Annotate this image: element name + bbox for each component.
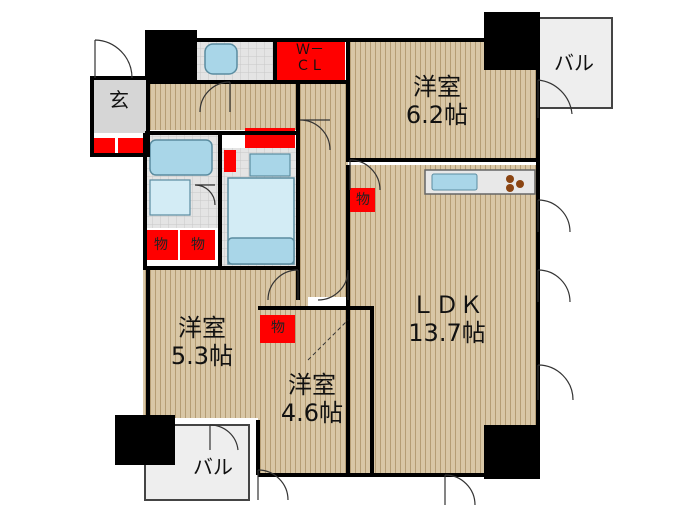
washing-machine bbox=[227, 237, 295, 265]
mirror-cabinet bbox=[249, 153, 291, 177]
hall-floor bbox=[298, 82, 348, 297]
western-room-3-label: 洋室 4.6帖 bbox=[262, 371, 362, 427]
kitchen-sink bbox=[431, 173, 478, 191]
toilet-bowl bbox=[204, 43, 238, 75]
storage-label-room2-left: 物 bbox=[154, 237, 168, 253]
bathtub bbox=[149, 139, 213, 176]
western-room-2-size: 5.3帖 bbox=[170, 341, 234, 370]
balcony-top-label: バル bbox=[554, 51, 594, 75]
storage-label-hall: 物 bbox=[356, 192, 370, 208]
storage-small bbox=[224, 150, 236, 172]
entrance-label: 玄 bbox=[109, 88, 129, 112]
column-bottom-right bbox=[484, 425, 540, 479]
balcony-bottom-label: バル bbox=[193, 455, 233, 479]
storage-label-room3: 物 bbox=[271, 320, 285, 336]
column-top-left bbox=[145, 30, 197, 80]
storage-label-room2-right: 物 bbox=[191, 237, 205, 253]
doors bbox=[94, 39, 574, 506]
western-room-1-label: 洋室 6.2帖 bbox=[392, 73, 482, 129]
ldk-label: ＬＤＫ 13.7帖 bbox=[392, 291, 502, 347]
balcony-top-right bbox=[537, 17, 613, 109]
entrance-floor bbox=[92, 78, 147, 133]
western-room-2-label: 洋室 5.3帖 bbox=[152, 314, 252, 370]
western-room-1-name: 洋室 bbox=[413, 73, 461, 101]
storage-room3 bbox=[260, 315, 295, 343]
shoe-storage-right bbox=[118, 138, 143, 153]
ldk-name: ＬＤＫ bbox=[411, 291, 483, 319]
column-bottom-left bbox=[115, 415, 175, 465]
western-room-2-name: 洋室 bbox=[178, 314, 226, 342]
ldk-floor bbox=[348, 165, 538, 475]
shower-area bbox=[149, 179, 191, 216]
storage-room2-right bbox=[180, 230, 215, 260]
wic-line-1: Ｗ－ bbox=[296, 42, 324, 58]
column-top-right bbox=[484, 12, 540, 70]
western-room-1-size: 6.2帖 bbox=[405, 100, 469, 129]
sliding-door-diagonal bbox=[307, 319, 349, 361]
wic-label: Ｗ－ ＣＬ bbox=[278, 42, 342, 74]
western-room-3-size: 4.6帖 bbox=[280, 398, 344, 427]
stove-burners bbox=[506, 175, 524, 192]
wic-line-2: ＣＬ bbox=[296, 58, 324, 75]
western-room-3-name: 洋室 bbox=[288, 371, 336, 399]
ldk-size: 13.7帖 bbox=[408, 318, 486, 347]
storage-room2-left bbox=[143, 230, 178, 260]
wic-storage bbox=[275, 40, 345, 82]
storage-hall bbox=[350, 188, 375, 212]
shoe-storage-left bbox=[90, 138, 115, 153]
